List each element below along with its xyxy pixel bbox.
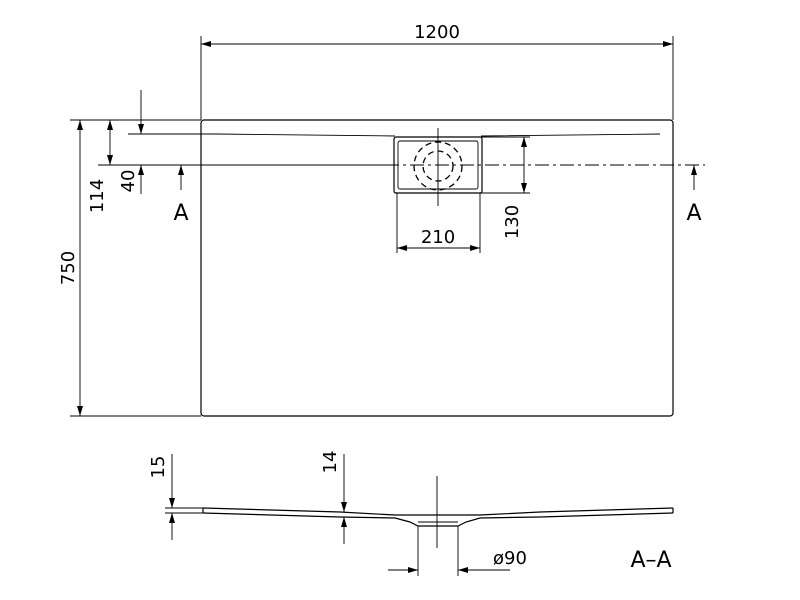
drain-height-label: 130	[502, 205, 523, 239]
plan-view: 1200 750 114 40 A A 210 130	[58, 22, 705, 417]
section-marker-right: A	[686, 201, 701, 226]
drain-body	[394, 517, 481, 527]
section-title: A–A	[630, 548, 671, 573]
section-view: 15 14 ø90 A–A	[148, 451, 674, 576]
width-dimension-label: 1200	[414, 22, 460, 43]
section-marker-left: A	[173, 201, 188, 226]
shower-tray-outline	[200, 119, 674, 417]
edge-height-label: 15	[148, 456, 169, 479]
offset-dimension-label: 114	[87, 179, 108, 213]
drain-offset-label: 40	[118, 170, 139, 193]
depth-dimension-label: 750	[58, 251, 79, 285]
center-height-label: 14	[320, 451, 341, 474]
drain-diameter-label: ø90	[493, 548, 527, 569]
drain-width-label: 210	[421, 227, 455, 248]
drain-channel	[215, 133, 661, 137]
tray-profile-top	[202, 507, 674, 516]
tray-profile-bottom	[202, 512, 674, 519]
